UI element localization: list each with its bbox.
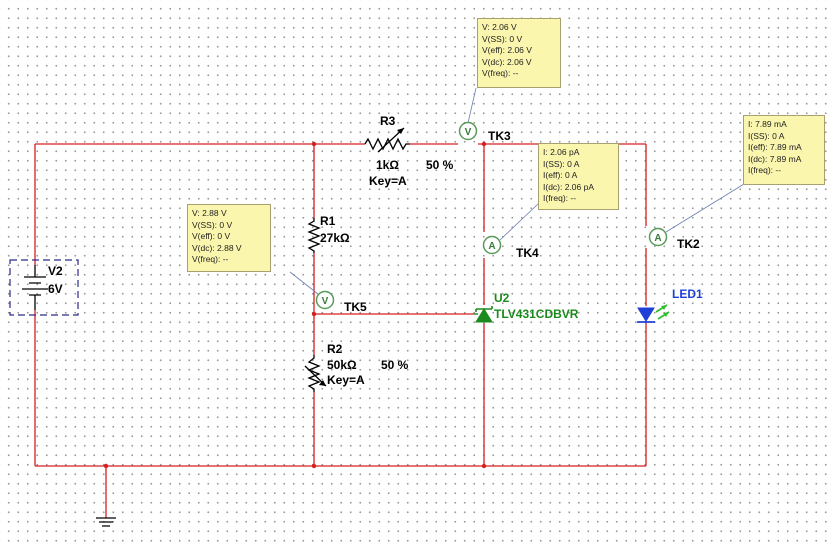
readout-line: V(eff): 0 V [192,231,231,242]
voltage-probe-icon: V [465,127,472,138]
potentiometer-r3[interactable]: R3 1kΩ 50 % Key=A [364,114,454,188]
r3-ref-label: R3 [380,114,396,128]
probe-readout-tk2: I: 7.89 mA I(SS): 0 A I(eff): 7.89 mA I(… [743,115,825,185]
current-probe-icon: A [654,233,661,244]
led-led1[interactable]: LED1 [637,287,703,323]
r2-key-label: Key=A [327,373,365,387]
probe-readout-tk3: V: 2.06 V V(SS): 0 V V(eff): 2.06 V V(dc… [477,18,561,88]
junction-dot [103,463,109,469]
readout-line: I(dc): 7.89 mA [748,153,802,164]
readout-line: I(eff): 0 A [543,170,578,181]
voltage-probe-icon: V [322,296,329,307]
led1-ref-label: LED1 [672,287,703,301]
r3-value-label: 1kΩ [376,158,399,172]
junction-dot [481,141,487,147]
v2-ref-label: V2 [48,264,63,278]
readout-line: I: 2.06 pA [543,147,580,157]
readout-line: V(SS): 0 V [482,33,523,44]
readout-line: V(eff): 2.06 V [482,45,532,56]
probe-leader-line [467,87,477,124]
readout-line: I(SS): 0 A [543,158,580,169]
probe-tk4[interactable]: A TK4 [482,203,539,260]
probe-readout-tk5: V: 2.88 V V(SS): 0 V V(eff): 0 V V(dc): … [187,204,271,272]
junctions [103,141,487,469]
tk4-label: TK4 [516,246,539,260]
tk3-label: TK3 [488,129,511,143]
r1-ref-label: R1 [320,214,336,228]
readout-line: I: 7.89 mA [748,119,787,129]
junction-dot [311,141,317,147]
v2-value-label: 6V [48,282,63,296]
source-frame [9,259,79,316]
readout-line: I(freq): -- [748,165,782,176]
junction-dot [481,463,487,469]
readout-line: V(dc): 2.06 V [482,56,532,67]
readout-line: I(eff): 7.89 mA [748,142,802,153]
tk5-label: TK5 [344,300,367,314]
r3-percent-label: 50 % [426,158,454,172]
resistor-r1[interactable]: R1 27kΩ [307,214,350,253]
u2-ref-label: U2 [494,291,510,305]
r2-value-label: 50kΩ [327,358,357,372]
wires [34,143,647,518]
battery-v2[interactable]: V2 6V [9,259,79,316]
readout-line: V(SS): 0 V [192,219,233,230]
probe-tk2[interactable]: A TK2 [648,183,745,251]
readout-line: V: 2.88 V [192,208,227,218]
probe-tk5[interactable]: V TK5 [289,271,367,314]
readout-line: I(SS): 0 A [748,130,785,141]
readout-line: I(dc): 2.06 pA [543,181,595,192]
r2-ref-label: R2 [327,342,343,356]
junction-dot [311,463,317,469]
r3-key-label: Key=A [369,174,407,188]
readout-line: V(freq): -- [192,254,229,265]
probe-leader-line [289,271,319,295]
potentiometer-r2[interactable]: R2 50kΩ 50 % Key=A [304,342,409,392]
readout-line: V(dc): 2.88 V [192,242,242,253]
u2-part-label: TLV431CDBVR [494,307,579,321]
junction-dot [311,311,317,317]
regulator-u2[interactable]: U2 TLV431CDBVR [474,291,579,323]
probe-readout-tk4: I: 2.06 pA I(SS): 0 A I(eff): 0 A I(dc):… [538,143,619,210]
current-probe-icon: A [488,241,495,252]
r2-percent-label: 50 % [381,358,409,372]
readout-line: V: 2.06 V [482,22,517,32]
tk2-label: TK2 [677,237,700,251]
probe-leader-line [665,183,745,233]
readout-line: I(freq): -- [543,193,577,204]
r1-value-label: 27kΩ [320,231,350,245]
probe-leader-line [499,203,539,241]
readout-line: V(freq): -- [482,68,519,79]
ground-symbol[interactable] [96,517,116,527]
probe-tk3[interactable]: V TK3 [458,87,511,143]
